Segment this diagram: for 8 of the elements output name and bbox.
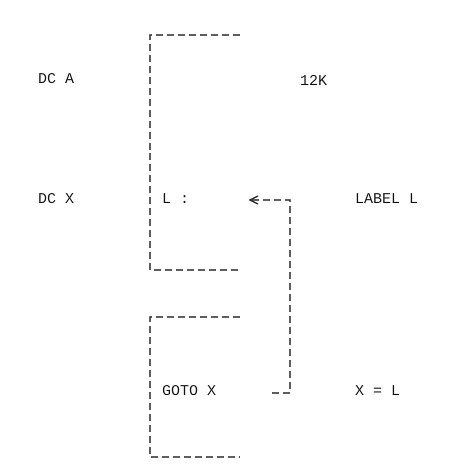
arrow [249,195,291,394]
side-label: DC A [38,71,74,89]
side-label: X = L [355,383,400,401]
side-label: LABEL L [355,191,418,209]
block-label: GOTO X [162,383,216,401]
block-label: 12K [300,73,328,91]
block-label: L : [162,191,190,209]
side-label: DC X [38,191,74,209]
